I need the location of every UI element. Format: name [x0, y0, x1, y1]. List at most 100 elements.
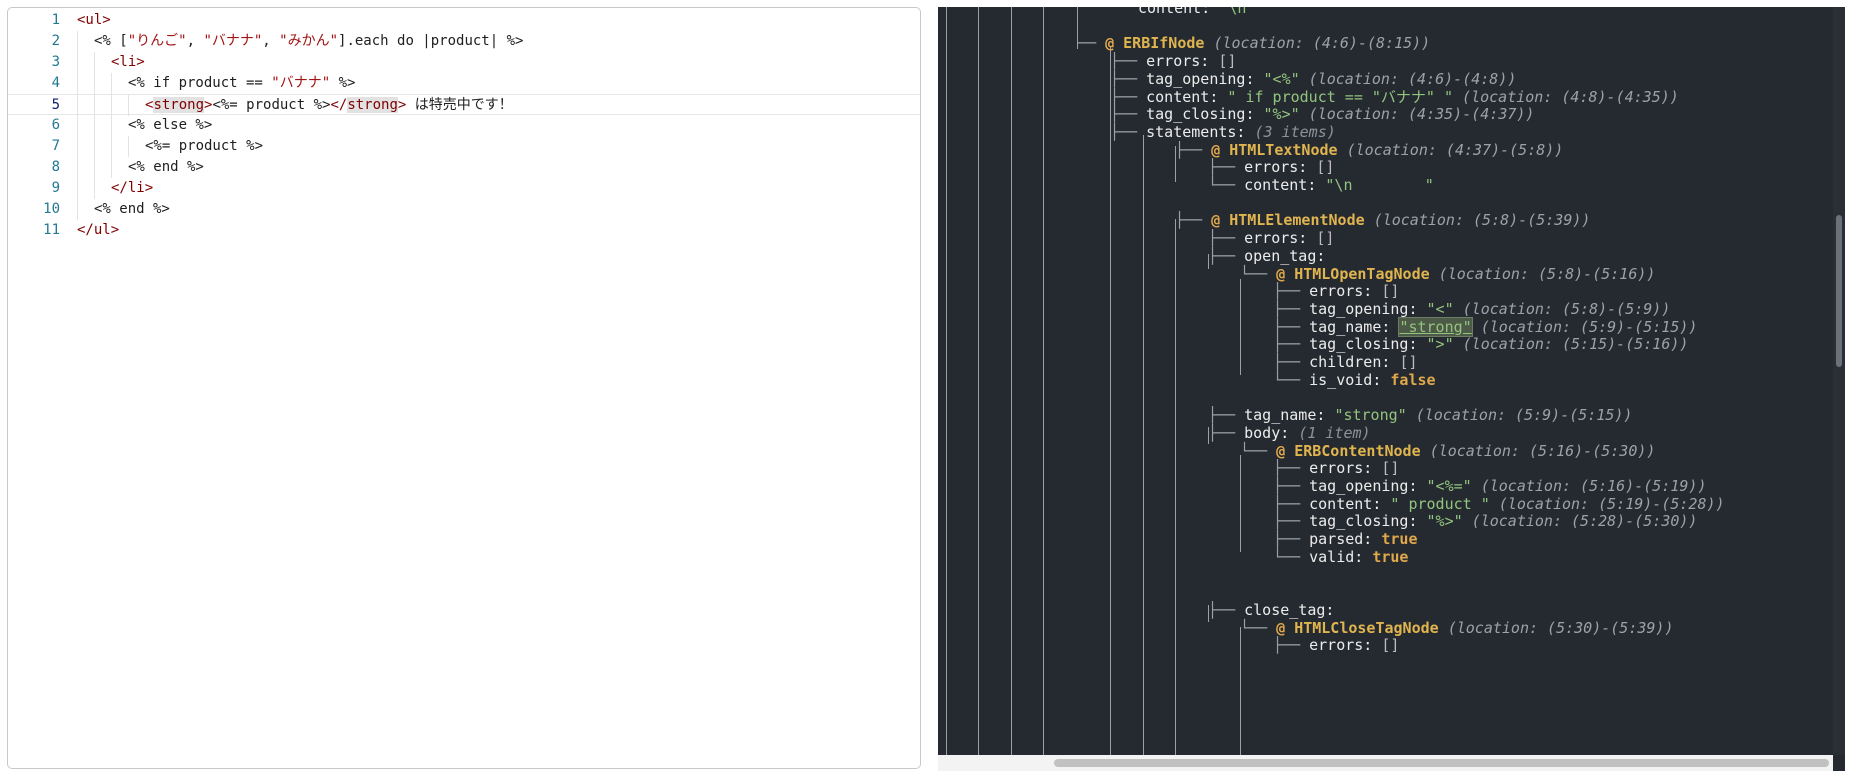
- ast-row[interactable]: ├── tag_closing: "%>" (location: (5:28)-…: [1273, 511, 1697, 532]
- ast-key: tag_closing:: [1309, 512, 1427, 531]
- ast-location: (location: (5:8)-(5:39)): [1364, 211, 1591, 230]
- ast-key: body:: [1244, 423, 1299, 442]
- ast-row[interactable]: ├── tag_closing: ">" (location: (5:15)-(…: [1273, 334, 1688, 355]
- line-number: 8: [51, 159, 60, 175]
- ast-row[interactable]: ├── errors: []: [1273, 635, 1399, 656]
- ast-row[interactable]: ├── tag_name: "strong" (location: (5:9)-…: [1273, 316, 1697, 338]
- ast-key: statements:: [1146, 122, 1255, 141]
- ast-row[interactable]: └── content: "\n ": [1208, 175, 1434, 196]
- ast-location: (location: (5:16)-(5:30)): [1420, 441, 1656, 460]
- editor-line[interactable]: 6 <% else %>: [8, 115, 920, 136]
- horizontal-scrollbar[interactable]: [938, 755, 1833, 771]
- ast-node-name[interactable]: ERBIfNode: [1123, 34, 1205, 53]
- tree-branch: ├──: [1273, 494, 1310, 513]
- ast-row[interactable]: ├── statements: (3 items): [1110, 122, 1336, 143]
- code-text: <% else %>: [128, 115, 212, 136]
- editor-line[interactable]: 2<% ["りんご", "バナナ", "みかん"].each do |produ…: [8, 31, 920, 52]
- code-token: strong: [153, 97, 205, 113]
- tree-branch: └──: [1240, 264, 1277, 283]
- line-number: 7: [51, 138, 60, 154]
- ast-row[interactable]: ├── errors: []: [1273, 281, 1399, 302]
- ast-key: children:: [1309, 353, 1400, 371]
- ast-key: tag_name:: [1244, 406, 1335, 425]
- ast-key: errors:: [1244, 158, 1317, 177]
- ast-row[interactable]: ├── @ HTMLTextNode (location: (4:37)-(5:…: [1175, 140, 1563, 161]
- ast-panel[interactable]: content: "\n ── @ ERBIfNode (location: (4…: [938, 7, 1845, 771]
- ast-row[interactable]: └── @ ERBContentNode (location: (5:16)-(…: [1240, 441, 1655, 462]
- ast-row[interactable]: ├── tag_name: "strong" (location: (5:9)-…: [1208, 405, 1632, 426]
- ast-row[interactable]: └── is_void: false: [1273, 370, 1436, 391]
- vertical-scrollbar-thumb[interactable]: [1836, 215, 1842, 367]
- ast-location: (location: (5:8)-(5:16)): [1429, 264, 1656, 283]
- code-token: <%= product %>: [212, 97, 331, 113]
- line-number: 9: [51, 180, 60, 196]
- editor-line[interactable]: 8 <% end %>: [8, 157, 920, 178]
- ast-row[interactable]: └── @ HTMLOpenTagNode (location: (5:8)-(…: [1240, 264, 1655, 285]
- horizontal-scrollbar-thumb[interactable]: [1054, 759, 1829, 767]
- ast-value: []: [1218, 52, 1237, 71]
- ast-row[interactable]: content: "\n: [1138, 7, 1246, 19]
- tree-guide-line: [1240, 279, 1241, 375]
- ast-row[interactable]: ── @ ERBIfNode (location: (4:6)-(8:15)): [1078, 33, 1430, 54]
- ast-row[interactable]: ├── body: (1 item): [1208, 423, 1371, 444]
- indent-guide: [77, 136, 78, 157]
- code-text: <strong><%= product %></strong> は特売中です！: [145, 95, 513, 116]
- ast-row[interactable]: ├── content: " if product == "バナナ" " (lo…: [1110, 87, 1679, 108]
- ast-node-name[interactable]: ERBContentNode: [1294, 441, 1421, 460]
- ast-node-name[interactable]: HTMLElementNode: [1229, 211, 1365, 230]
- ast-row[interactable]: ├── errors: []: [1208, 228, 1334, 249]
- editor-line[interactable]: 10<% end %>: [8, 199, 920, 220]
- ast-row[interactable]: ├── errors: []: [1208, 157, 1334, 178]
- ast-row[interactable]: ├── errors: []: [1273, 458, 1399, 479]
- ast-row[interactable]: └── @ HTMLCloseTagNode (location: (5:30)…: [1240, 618, 1674, 639]
- line-number: 6: [51, 117, 60, 133]
- ast-row[interactable]: ├── tag_opening: "<%=" (location: (5:16)…: [1273, 476, 1707, 497]
- indent-guide: [111, 136, 112, 157]
- editor-line[interactable]: 5 <strong><%= product %></strong> は特売中です！: [8, 94, 920, 116]
- ast-row[interactable]: ├── @ HTMLElementNode (location: (5:8)-(…: [1175, 210, 1590, 231]
- ast-key: tag_opening:: [1146, 69, 1264, 88]
- indent-guide: [94, 73, 95, 94]
- code-token: >: [204, 97, 213, 113]
- ast-row[interactable]: ├── parsed: true: [1273, 529, 1418, 550]
- editor-line[interactable]: 1<ul>: [8, 10, 920, 31]
- ast-row[interactable]: ├── children: []: [1273, 352, 1418, 373]
- indent-guide: [77, 199, 78, 220]
- code-text: <% ["りんご", "バナナ", "みかん"].each do |produc…: [94, 31, 523, 52]
- editor-line[interactable]: 7 <%= product %>: [8, 136, 920, 157]
- indent-guide: [77, 178, 78, 199]
- code-text: <% end %>: [128, 157, 204, 178]
- tree-guide-line: [1077, 7, 1078, 49]
- editor-line[interactable]: 11</ul>: [8, 220, 920, 241]
- ast-row[interactable]: ├── tag_closing: "%>" (location: (4:35)-…: [1110, 104, 1534, 125]
- tree-branch: ├──: [1208, 158, 1245, 177]
- tree-branch: ├──: [1273, 636, 1310, 655]
- ast-row[interactable]: ├── open_tag:: [1208, 246, 1325, 267]
- tree-branch: ├──: [1273, 476, 1310, 495]
- ast-value: "strong": [1334, 406, 1407, 425]
- ast-node-name[interactable]: HTMLCloseTagNode: [1294, 618, 1439, 637]
- ast-row[interactable]: ├── content: " product " (location: (5:1…: [1273, 494, 1725, 515]
- code-token: <% end %>: [128, 159, 204, 175]
- tree-branch: ├──: [1175, 140, 1212, 159]
- ast-row[interactable]: ├── tag_opening: "<" (location: (5:8)-(5…: [1273, 299, 1670, 320]
- code-token: <%= product %>: [145, 138, 264, 154]
- editor-line[interactable]: 4<% if product == "バナナ" %>: [8, 73, 920, 94]
- ast-row[interactable]: ├── close_tag:: [1208, 600, 1334, 621]
- ast-value: []: [1381, 636, 1400, 655]
- line-number: 5: [51, 97, 60, 113]
- code-editor[interactable]: 1<ul>2<% ["りんご", "バナナ", "みかん"].each do |…: [7, 7, 921, 769]
- editor-line[interactable]: 9</li>: [8, 178, 920, 199]
- line-number: 11: [43, 222, 60, 238]
- ast-node-name[interactable]: HTMLTextNode: [1229, 140, 1338, 159]
- ast-key: valid:: [1309, 547, 1373, 566]
- line-number: 10: [43, 201, 60, 217]
- ast-row[interactable]: ├── tag_opening: "<%" (location: (4:6)-(…: [1110, 69, 1516, 90]
- editor-line[interactable]: 3<li>: [8, 52, 920, 73]
- ast-row[interactable]: ├── errors: []: [1110, 51, 1236, 72]
- ast-value[interactable]: "strong": [1398, 316, 1473, 337]
- vertical-scrollbar[interactable]: [1833, 7, 1845, 755]
- ast-row[interactable]: └── valid: true: [1273, 547, 1408, 568]
- ast-location: (location: (5:16)-(5:19)): [1471, 476, 1707, 495]
- ast-node-name[interactable]: HTMLOpenTagNode: [1294, 264, 1430, 283]
